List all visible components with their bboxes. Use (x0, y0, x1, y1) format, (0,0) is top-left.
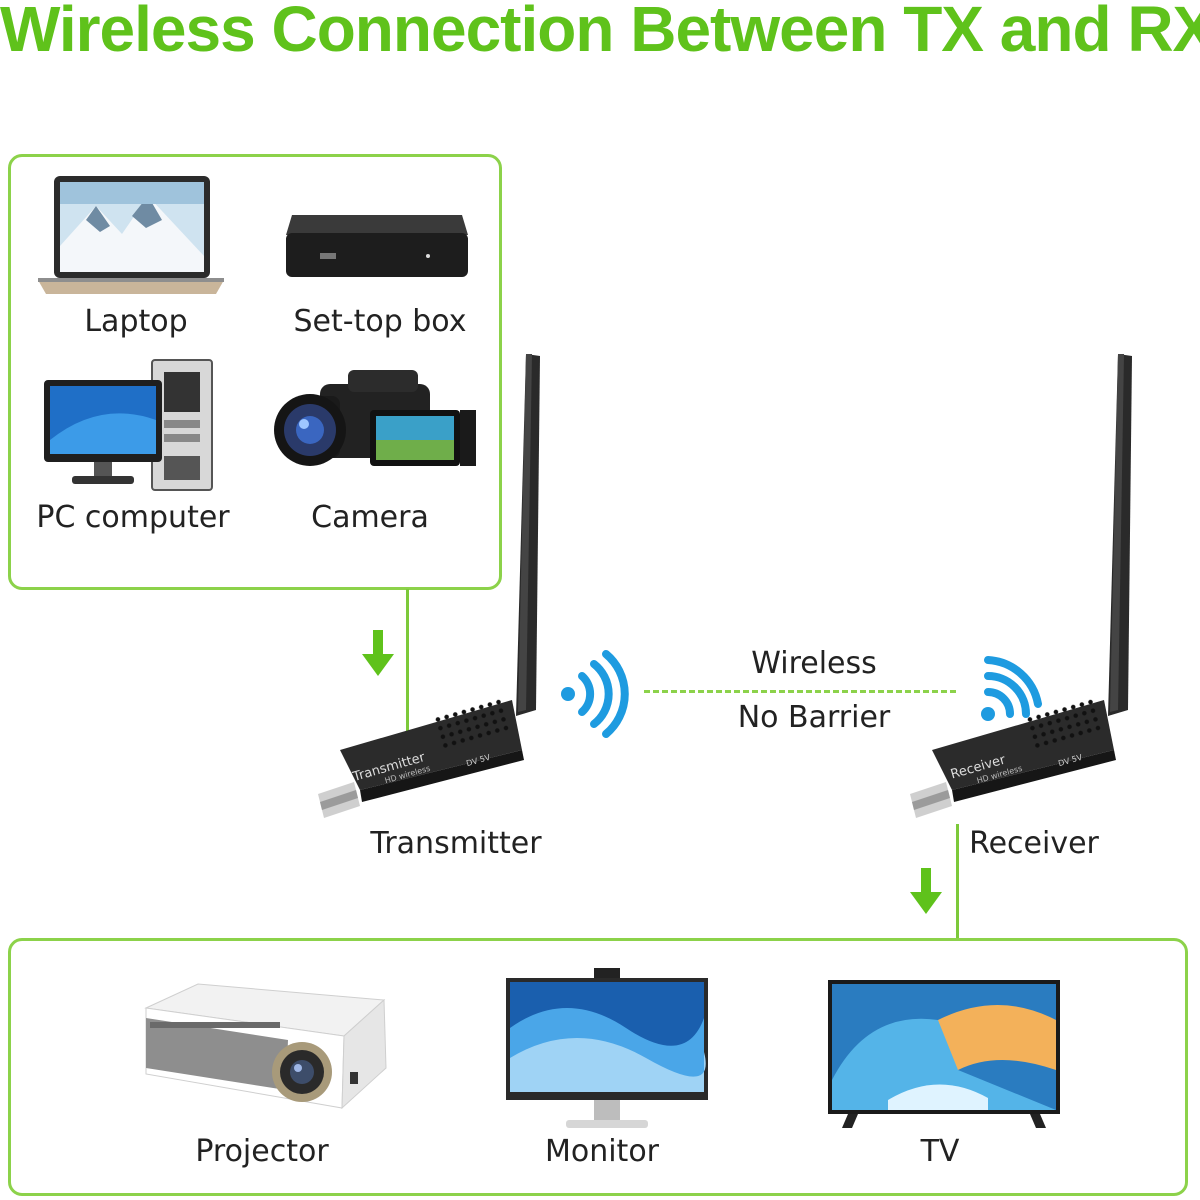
settop-box-label: Set-top box (293, 304, 467, 339)
tv-icon (828, 980, 1060, 1128)
laptop-label: Laptop (84, 304, 188, 339)
down-arrow-icon (362, 630, 394, 676)
projector-label: Projector (195, 1134, 329, 1169)
pc-computer-label: PC computer (36, 500, 230, 535)
output-devices-box (8, 938, 1188, 1196)
projector-icon (144, 983, 387, 1110)
source-connector-line (406, 589, 409, 747)
down-arrow-icon (910, 868, 942, 914)
receiver-device (910, 354, 1132, 818)
tv-label: TV (920, 1134, 960, 1169)
transmitter-device (318, 354, 540, 818)
pc-computer-icon (44, 359, 213, 491)
wireless-label: Wireless (751, 646, 877, 681)
receiver-label: Receiver (969, 826, 1099, 861)
laptop-icon (38, 176, 224, 294)
wifi-signal-icon (981, 656, 1042, 721)
wifi-signal-icon (561, 650, 629, 738)
camera-icon (274, 370, 476, 466)
wireless-dashed-line (644, 690, 956, 693)
monitor-icon (506, 968, 708, 1128)
camera-label: Camera (311, 500, 429, 535)
page-title: Wireless Connection Between TX and RX (0, 0, 1200, 65)
monitor-label: Monitor (544, 1134, 660, 1169)
output-connector-line (956, 824, 959, 940)
settop-box-icon (286, 215, 468, 277)
no-barrier-label: No Barrier (737, 700, 891, 735)
source-devices-box (8, 154, 502, 590)
transmitter-label: Transmitter (370, 826, 542, 861)
